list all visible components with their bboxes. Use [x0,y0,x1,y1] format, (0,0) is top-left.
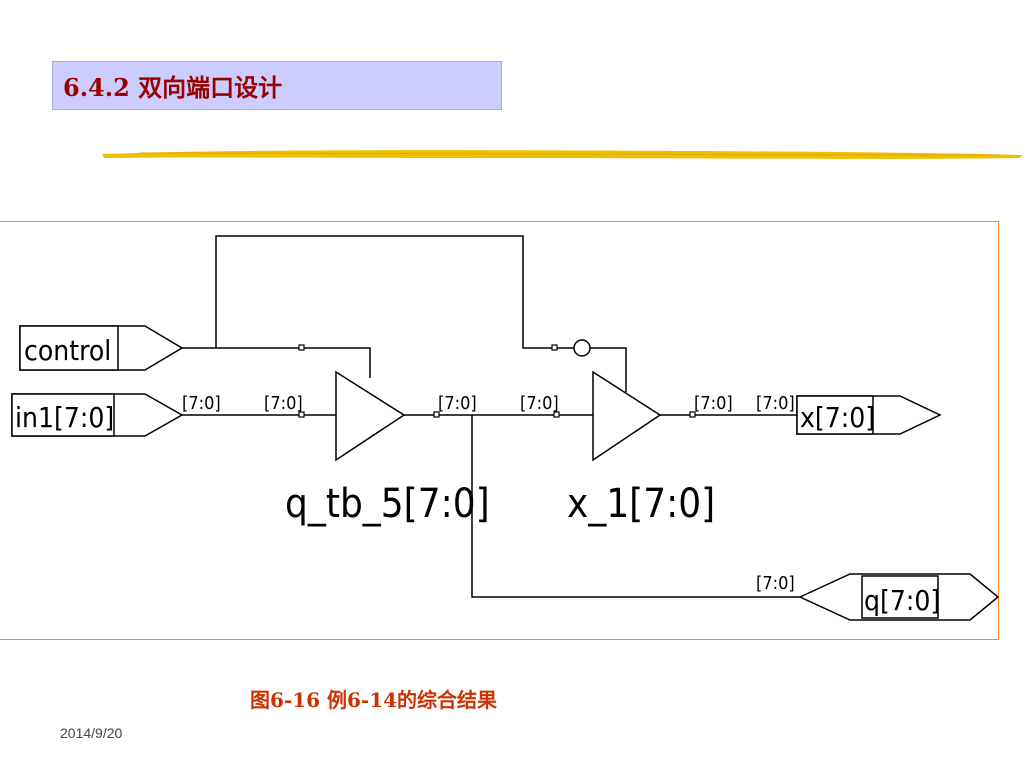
control-port-label: control [24,334,111,367]
title-box: 6.4.2 双向端口设计 [52,61,502,110]
figure-caption: 图6-16 例6-14的综合结果 [250,688,498,712]
pin-buf1-out [433,411,440,418]
bus-label-x: [7:0] [756,393,795,414]
bus-label-buf1-in: [7:0] [264,393,303,414]
bus-label-buf2-in: [7:0] [520,393,559,414]
control-loop-wire [215,235,575,349]
enable2-wire [590,347,627,392]
x-port-label: x[7:0] [800,401,875,434]
control-port-box [19,325,119,371]
slide-date: 2014/9/20 [60,725,123,741]
q-port-label: q[7:0] [864,584,940,617]
q-wire [471,415,800,598]
pin-control [298,344,305,351]
bus-label-buf2-out: [7:0] [694,393,733,414]
buffer2-shape [592,370,662,462]
schematic-diagram: control in1[7:0] x[7:0] q[7:0] [7:0] [7:… [11,235,999,621]
pin-enable2 [551,344,558,351]
diagram-frame: control in1[7:0] x[7:0] q[7:0] [7:0] [7:… [0,221,999,640]
inverter-bubble [573,339,591,357]
bus-label-q: [7:0] [756,573,795,594]
buffer1-shape [335,370,406,462]
buffer2-instance-label: x_1[7:0] [567,481,715,527]
decorative-brush-stroke [102,150,1022,159]
pin-buf2-in [553,411,560,418]
buffer1-instance-label: q_tb_5[7:0] [285,481,490,527]
pin-buf2-out [689,411,696,418]
in1-port-label: in1[7:0] [15,401,114,434]
slide-title: 6.4.2 双向端口设计 [63,73,283,102]
bus-label-buf1-out: [7:0] [438,393,477,414]
q-port-box [861,575,939,619]
bus-label-in1: [7:0] [182,393,221,414]
pin-buf1-in [298,411,305,418]
in1-port-box [11,393,115,437]
control-wire [182,347,371,378]
x-port-box [796,395,874,435]
